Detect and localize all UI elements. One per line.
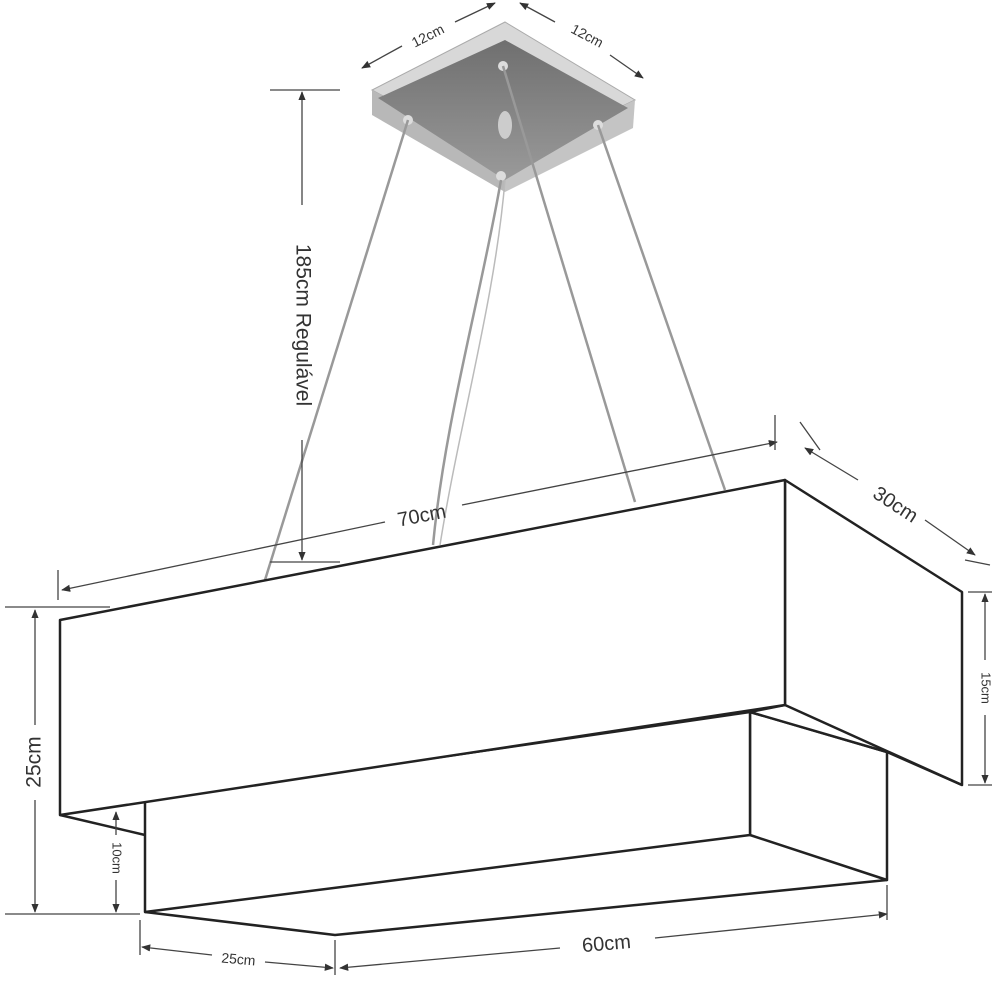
upper-height-label: 15cm [979,672,994,704]
total-height-label: 25cm [23,736,46,787]
lamp-shade [58,478,964,937]
suspension-cables [263,65,727,581]
lower-height-label: 10cm [110,842,125,874]
canopy-width-left-label: 12cm [409,21,447,51]
top-length-label: 70cm [396,501,448,532]
ceiling-canopy [370,21,637,192]
bottom-length-label: 60cm [581,931,632,957]
dimension-lines [5,2,992,975]
top-depth-label: 30cm [869,482,922,527]
canopy-width-right-label: 12cm [568,20,606,50]
cable-height-label: 185cm Regulável [291,244,314,406]
bottom-depth-label: 25cm [221,950,256,969]
